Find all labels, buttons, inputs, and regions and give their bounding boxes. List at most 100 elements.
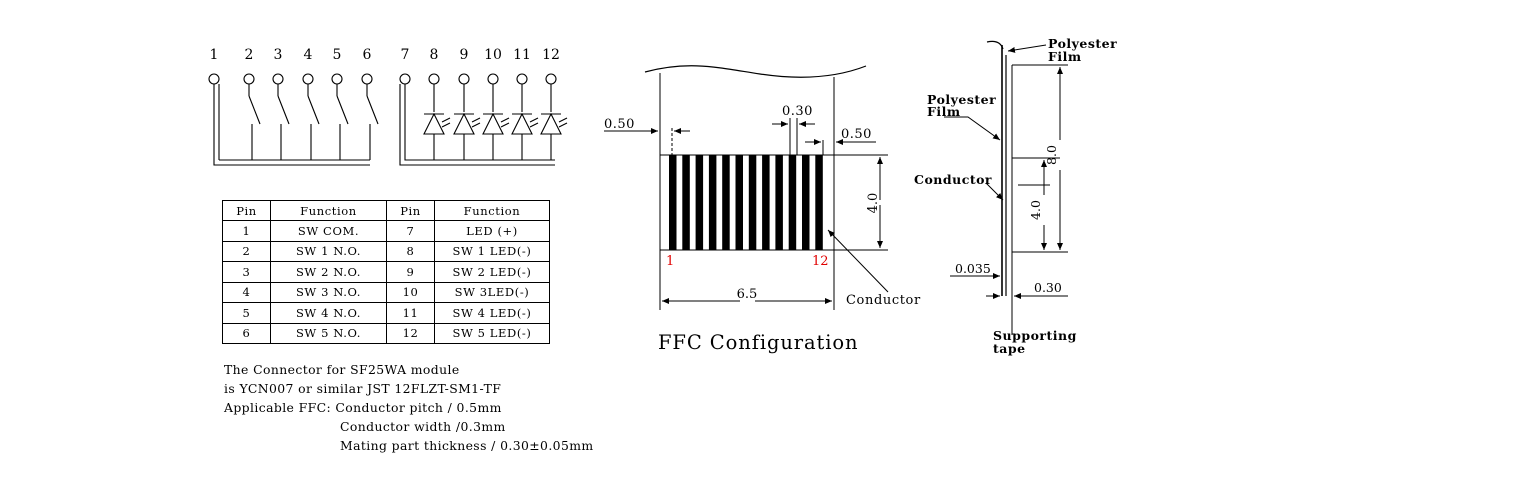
table-cell: 5 (222, 302, 271, 324)
total-length-label: 8.0 (1044, 145, 1059, 165)
polyester-film-mid-label-2: Film (927, 104, 961, 119)
side-conductor-label: Conductor (914, 172, 992, 187)
pin-terminal (361, 73, 373, 85)
pin-terminal (428, 73, 440, 85)
ffc-conductor-strips (669, 155, 823, 250)
ffc-conductor-strip (695, 155, 704, 250)
note-line: Conductor width /0.3mm (340, 419, 506, 434)
led-light-arrow-icon (441, 117, 451, 123)
note-line: Mating part thickness / 0.30±0.05mm (340, 438, 594, 453)
led-diode-icon (482, 112, 504, 135)
ffc-conductor-strip (708, 155, 717, 250)
header-function-1: Function (270, 200, 387, 221)
switch-contact (336, 95, 349, 125)
pin-terminal (243, 73, 255, 85)
right-margin-label: 0.50 (841, 127, 872, 142)
table-cell: SW 2 N.O. (270, 261, 387, 283)
ffc-conductor-strip (669, 155, 677, 250)
pin-number-label: 4 (304, 47, 313, 63)
header-pin-1: Pin (222, 200, 271, 221)
pin-terminal (487, 73, 499, 85)
led-light-arrow-icon (558, 117, 568, 123)
pin-number-label: 3 (274, 47, 283, 63)
led-diode-icon (423, 112, 445, 135)
table-cell: SW 1 LED(-) (434, 240, 550, 262)
pin-number-label: 8 (430, 47, 439, 63)
ffc-break-line (644, 65, 867, 78)
pin-number-label: 1 (210, 47, 219, 63)
pin-first-label: 1 (666, 254, 674, 269)
pin-number-label: 2 (245, 47, 254, 63)
film-thickness-label: 0.035 (955, 261, 991, 276)
ffc-conductor-strip (762, 155, 770, 250)
ffc-conductor-strip (815, 155, 823, 250)
film-top-leader (1007, 44, 1047, 53)
table-cell: SW 2 LED(-) (434, 261, 550, 283)
table-cell: 9 (386, 261, 435, 283)
ffc-conductor-strip (722, 155, 730, 250)
led-light-arrow-icon (529, 117, 539, 123)
pin-number-label: 6 (363, 47, 372, 63)
led-common-inner (404, 84, 555, 161)
note-line: Applicable FFC: Conductor pitch / 0.5mm (224, 400, 502, 415)
table-cell: SW 3 N.O. (270, 281, 387, 303)
pin-number-label: 5 (333, 47, 342, 63)
table-cell: SW COM. (270, 220, 387, 242)
conductor-leader (827, 229, 889, 293)
table-cell: 10 (386, 281, 435, 303)
ffc-conductor-strip (682, 155, 690, 250)
switch-contact (277, 95, 290, 125)
table-cell: 7 (386, 220, 435, 242)
switch-contact (366, 95, 379, 125)
led-light-arrow-icon (500, 122, 510, 128)
height-label: 4.0 (866, 193, 881, 214)
side-view-labels: Polyester Film Polyester Film Conductor … (914, 36, 1117, 356)
conductor-width-label: 0.30 (782, 104, 813, 119)
pin-number-label: 12 (542, 47, 560, 63)
table-cell: 3 (222, 261, 271, 283)
table-cell: SW 3LED(-) (434, 281, 550, 303)
table-cell: SW 5 N.O. (270, 322, 387, 344)
pin-terminal (208, 73, 220, 85)
ffc-labels: 0.50 0.30 0.50 4.0 6.5 1 12 Conductor (604, 104, 920, 308)
table-cell: 8 (386, 240, 435, 262)
switch-contact (307, 95, 320, 125)
table-cell: LED (+) (434, 220, 550, 242)
table-cell: SW 5 LED(-) (434, 322, 550, 344)
header-pin-2: Pin (386, 200, 435, 221)
ffc-conductor-strip (735, 155, 743, 250)
supporting-tape-label-2: tape (993, 341, 1026, 356)
table-cell: 2 (222, 240, 271, 262)
pin-terminal (458, 73, 470, 85)
film-mid-leader (944, 116, 1001, 141)
switch-common-bus (213, 84, 370, 166)
pin-number-label: 9 (460, 47, 469, 63)
polyester-film-top-label-2: Film (1048, 49, 1082, 64)
table-cell: 11 (386, 302, 435, 324)
note-line: is YCN007 or similar JST 12FLZT-SM1-TF (224, 381, 502, 396)
table-cell: 1 (222, 220, 271, 242)
led-light-arrow-icon (441, 122, 451, 128)
width-label: 6.5 (737, 287, 758, 302)
led-diode-icon (453, 112, 475, 135)
ffc-side-view-drawing (944, 40, 1068, 335)
table-cell: SW 1 N.O. (270, 240, 387, 262)
led-common-bus (399, 84, 555, 166)
table-cell: 12 (386, 322, 435, 344)
pin-number-label: 7 (401, 47, 410, 63)
pin-terminal (331, 73, 343, 85)
polyester-film-top-label-1: Polyester (1048, 36, 1117, 51)
pin-terminal (302, 73, 314, 85)
pin-terminal (399, 73, 411, 85)
pin-terminal (272, 73, 284, 85)
ffc-configuration-drawing (604, 65, 889, 310)
side-film-top-curl (986, 40, 1004, 50)
led-light-arrow-icon (471, 117, 481, 123)
ffc-conductor-strip (802, 155, 810, 250)
